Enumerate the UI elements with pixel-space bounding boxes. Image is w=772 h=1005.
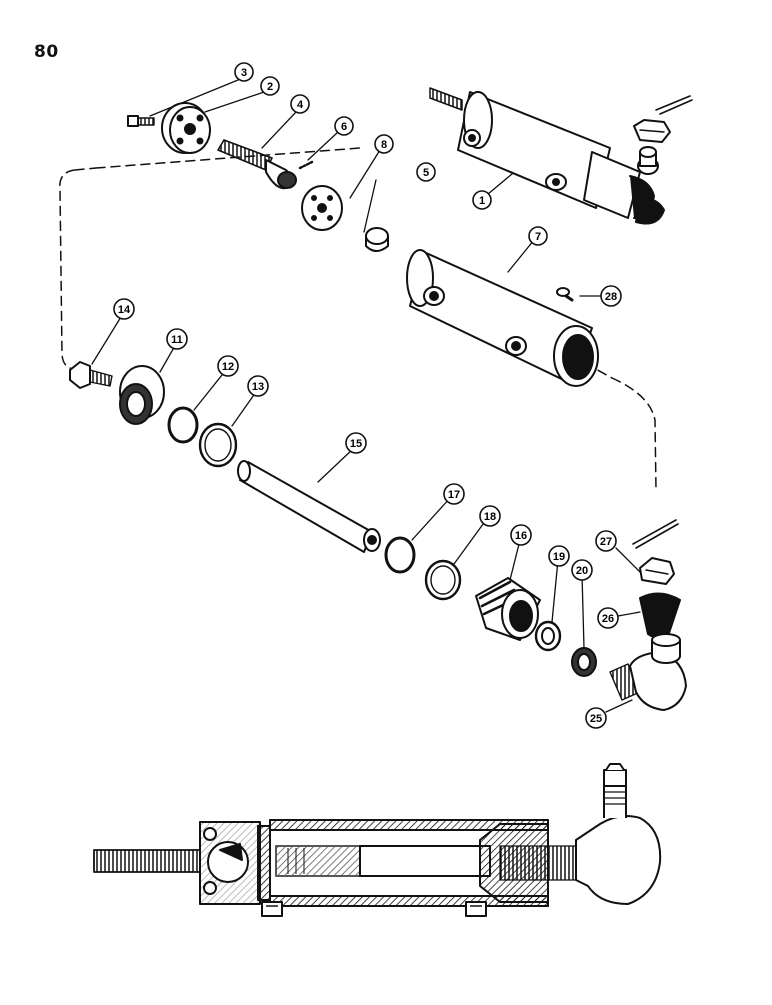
callout-25-label: 25 bbox=[590, 713, 602, 725]
bolt-part-3 bbox=[127, 115, 155, 127]
callout-7: 7 bbox=[528, 226, 548, 246]
o-ring-part-17 bbox=[384, 536, 416, 574]
cotter-pin-top bbox=[655, 95, 693, 115]
callout-12-label: 12 bbox=[222, 361, 234, 373]
flange-part-2 bbox=[161, 102, 211, 154]
cross-section-view bbox=[93, 763, 662, 917]
castle-nut-part-27 bbox=[639, 557, 675, 585]
callout-27-label: 27 bbox=[600, 536, 612, 548]
callout-18-label: 18 bbox=[484, 511, 496, 523]
callout-8: 8 bbox=[374, 134, 394, 154]
callout-14: 14 bbox=[113, 298, 135, 320]
callout-19-label: 19 bbox=[553, 551, 565, 563]
hex-bolt-part-14 bbox=[69, 361, 113, 389]
cap-part-5 bbox=[365, 227, 389, 252]
callout-11: 11 bbox=[166, 328, 188, 350]
callout-26: 26 bbox=[597, 607, 619, 629]
callout-20-label: 20 bbox=[576, 565, 588, 577]
plate-part-8 bbox=[301, 185, 343, 231]
callout-27: 27 bbox=[595, 530, 617, 552]
callout-14-label: 14 bbox=[118, 304, 131, 316]
callout-15-label: 15 bbox=[350, 438, 362, 450]
callout-15: 15 bbox=[345, 432, 367, 454]
ring-part-13 bbox=[198, 422, 238, 468]
callout-17-label: 17 bbox=[448, 489, 460, 501]
washer-part-19 bbox=[534, 620, 562, 652]
callout-4: 4 bbox=[290, 94, 310, 114]
callout-26-label: 26 bbox=[602, 613, 614, 625]
callouts: 3 2 4 6 8 5 1 7 28 14 11 12 13 15 17 18 … bbox=[113, 62, 622, 729]
callout-18: 18 bbox=[479, 505, 501, 527]
page-number: 80 bbox=[34, 42, 59, 62]
callout-20: 20 bbox=[571, 559, 593, 581]
pin-part-6 bbox=[298, 160, 314, 170]
o-ring-part-12 bbox=[167, 406, 199, 444]
callout-5: 5 bbox=[416, 162, 436, 182]
callout-6-label: 6 bbox=[341, 121, 347, 133]
callout-6: 6 bbox=[334, 116, 354, 136]
callout-28: 28 bbox=[600, 285, 622, 307]
callout-16-label: 16 bbox=[515, 530, 527, 542]
callout-7-label: 7 bbox=[535, 231, 541, 243]
callout-16: 16 bbox=[510, 524, 532, 546]
seal-part-20 bbox=[571, 647, 597, 677]
piston-rod-part-15 bbox=[237, 460, 381, 553]
ring-part-18 bbox=[424, 559, 462, 601]
callout-1-label: 1 bbox=[479, 195, 485, 207]
callout-12: 12 bbox=[217, 355, 239, 377]
callout-3-label: 3 bbox=[241, 67, 247, 79]
ball-stud-part-4 bbox=[217, 139, 297, 190]
callout-8-label: 8 bbox=[381, 139, 387, 151]
boot-part-26 bbox=[639, 592, 681, 639]
barrel-part-7 bbox=[406, 249, 599, 387]
callout-25: 25 bbox=[585, 707, 607, 729]
callout-3: 3 bbox=[234, 62, 254, 82]
callout-4-label: 4 bbox=[297, 99, 304, 111]
cotter-pin-part-27 bbox=[632, 519, 679, 549]
callout-17: 17 bbox=[443, 483, 465, 505]
leader-lines bbox=[91, 79, 641, 713]
tie-rod-end-part-25 bbox=[609, 633, 687, 711]
screw-part-28 bbox=[556, 287, 574, 302]
callout-2-label: 2 bbox=[267, 81, 273, 93]
callout-5-label: 5 bbox=[423, 167, 429, 179]
callout-19: 19 bbox=[548, 545, 570, 567]
bushing-part-11 bbox=[119, 365, 165, 425]
assembled-cylinder-part-1 bbox=[429, 87, 665, 225]
callout-13-label: 13 bbox=[252, 381, 264, 393]
callout-11-label: 11 bbox=[171, 334, 183, 346]
callout-28-label: 28 bbox=[605, 291, 617, 303]
callout-13: 13 bbox=[247, 375, 269, 397]
castle-nut-top bbox=[633, 119, 671, 143]
callout-1: 1 bbox=[472, 190, 492, 210]
gland-part-16 bbox=[475, 577, 541, 641]
callout-2: 2 bbox=[260, 76, 280, 96]
